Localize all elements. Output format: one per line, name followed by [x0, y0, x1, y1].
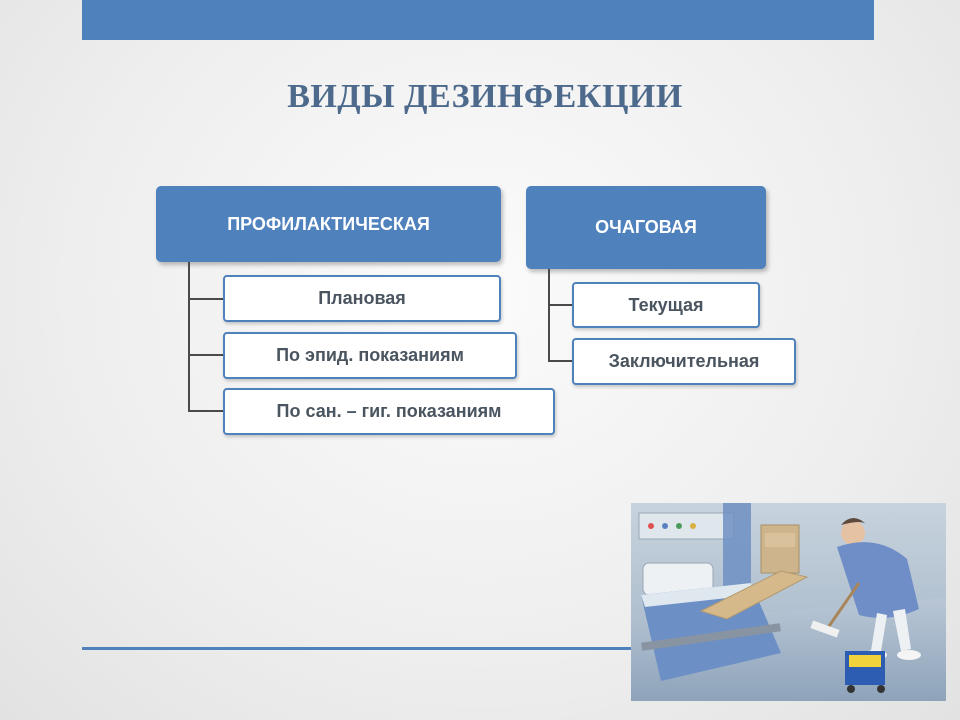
item-planned: Плановая: [223, 275, 501, 322]
connector-focal-trunk: [548, 269, 550, 362]
connector-prophylactic-2: [188, 354, 224, 356]
connector-focal-1: [548, 304, 573, 306]
hospital-cleaning-illustration: [631, 503, 946, 701]
item-epid-indications: По эпид. показаниям: [223, 332, 517, 379]
item-sanhyg-indications-label: По сан. – гиг. показаниям: [276, 401, 502, 421]
hospital-cleaning-photo: [631, 503, 946, 701]
item-final: Заключительная: [572, 338, 796, 385]
item-current-label: Текущая: [628, 294, 704, 315]
connector-focal-2: [548, 360, 573, 362]
item-final-label: Заключительная: [608, 351, 760, 371]
item-sanhyg-indications: По сан. – гиг. показаниям: [223, 388, 555, 435]
category-prophylactic-label: ПРОФИЛАКТИЧЕСКАЯ: [227, 213, 430, 234]
category-prophylactic: ПРОФИЛАКТИЧЕСКАЯ: [156, 186, 501, 262]
connector-prophylactic-trunk: [188, 262, 190, 411]
bottom-divider: [82, 647, 642, 650]
category-focal-label: ОЧАГОВАЯ: [595, 217, 697, 237]
category-focal: ОЧАГОВАЯ: [526, 186, 766, 269]
item-planned-label: Плановая: [318, 288, 406, 308]
connector-prophylactic-3: [188, 410, 224, 412]
item-epid-indications-label: По эпид. показаниям: [276, 345, 464, 365]
item-current: Текущая: [572, 282, 760, 328]
slide-title: ВИДЫ ДЕЗИНФЕКЦИИ: [287, 78, 683, 115]
top-accent-bar: [82, 0, 874, 40]
connector-prophylactic-1: [188, 298, 224, 300]
